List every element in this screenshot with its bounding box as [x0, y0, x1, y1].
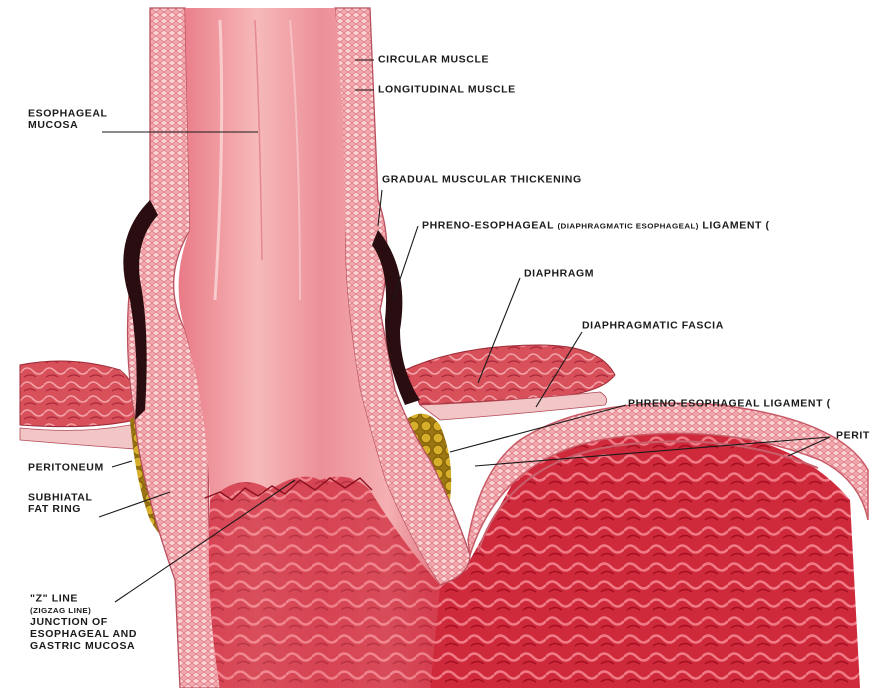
label-longitudinal-muscle: LONGITUDINAL MUSCLE [378, 84, 516, 96]
label-esophageal-mucosa: ESOPHAGEAL MUCOSA [28, 108, 108, 132]
label-z-line-title: "Z" LINE [30, 593, 137, 605]
label-esophageal-mucosa-line1: ESOPHAGEAL [28, 108, 108, 120]
label-subhiatal-line2: FAT RING [28, 504, 93, 516]
label-phreno-tail: LIGAMENT ( [702, 220, 769, 231]
label-z-line-junction: JUNCTION OF [30, 617, 137, 629]
label-z-line-esophageal: ESOPHAGEAL AND [30, 629, 137, 641]
label-phreno-main: PHRENO-ESOPHAGEAL [422, 220, 554, 231]
label-phreno-esophageal-diaphragmatic-ligament: PHRENO-ESOPHAGEAL (DIAPHRAGMATIC ESOPHAG… [422, 220, 770, 232]
label-z-line: "Z" LINE (ZIGZAG LINE) JUNCTION OF ESOPH… [30, 593, 137, 653]
label-phreno-small: (DIAPHRAGMATIC ESOPHAGEAL) [557, 222, 698, 230]
label-subhiatal-line1: SUBHIATAL [28, 492, 93, 504]
diaphragm-right [405, 345, 615, 420]
label-peritoneum-right: PERIT [836, 430, 870, 442]
label-z-line-zigzag: (ZIGZAG LINE) [30, 605, 137, 617]
label-esophageal-mucosa-line2: MUCOSA [28, 120, 108, 132]
label-circular-muscle: CIRCULAR MUSCLE [378, 54, 489, 66]
label-diaphragm: DIAPHRAGM [524, 268, 594, 280]
label-gradual-muscular-thickening: GRADUAL MUSCULAR THICKENING [382, 174, 582, 186]
label-z-line-gastric: GASTRIC MUCOSA [30, 641, 137, 653]
label-diaphragmatic-fascia: DIAPHRAGMATIC FASCIA [582, 320, 724, 332]
label-phreno-esophageal-ligament: PHRENO-ESOPHAGEAL LIGAMENT ( [628, 398, 831, 410]
label-peritoneum-left: PERITONEUM [28, 462, 104, 474]
label-subhiatal-fat-ring: SUBHIATAL FAT RING [28, 492, 93, 516]
